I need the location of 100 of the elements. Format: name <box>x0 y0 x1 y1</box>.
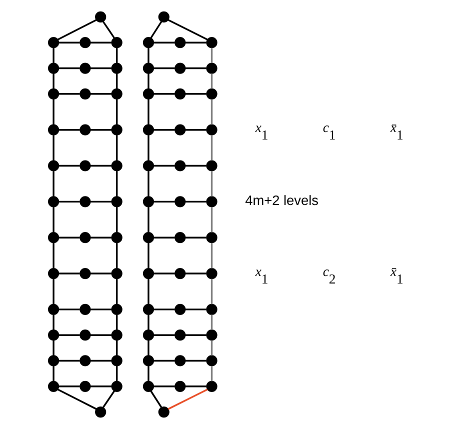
node-circle <box>110 196 122 208</box>
connector <box>167 388 208 410</box>
connector <box>147 340 149 356</box>
connector <box>184 308 206 310</box>
node-circle <box>110 232 122 244</box>
node-circle <box>79 380 90 392</box>
node-circle <box>110 355 122 366</box>
node-circle <box>94 406 106 418</box>
connector <box>52 314 54 330</box>
node-circle <box>142 124 154 136</box>
node-circle <box>94 11 106 22</box>
connector <box>52 171 54 196</box>
node-circle <box>206 355 217 366</box>
node-circle <box>174 196 186 208</box>
node-circle <box>206 268 217 280</box>
node-circle <box>142 160 154 172</box>
node-circle <box>110 88 122 100</box>
connector <box>153 128 174 131</box>
connector <box>115 314 118 330</box>
connector <box>90 386 111 388</box>
node-circle <box>79 196 90 208</box>
node-circle <box>79 62 90 74</box>
connector <box>210 48 212 64</box>
connector <box>210 74 212 89</box>
connector <box>153 200 174 203</box>
connector <box>210 340 212 356</box>
connector <box>153 334 174 336</box>
node-circle <box>206 380 217 392</box>
node-circle <box>48 62 59 74</box>
connector <box>90 360 111 362</box>
node-circle <box>206 330 217 341</box>
node-circle <box>142 330 154 341</box>
connector <box>153 272 174 274</box>
connector <box>90 334 111 336</box>
connector <box>52 340 54 356</box>
node-circle <box>110 304 122 315</box>
connector <box>184 128 206 131</box>
node-circle <box>79 232 90 244</box>
connector <box>90 93 111 95</box>
connector <box>153 67 174 70</box>
node-circle <box>174 380 186 392</box>
connector <box>90 67 111 70</box>
node-circle <box>174 62 186 74</box>
connector <box>147 74 149 89</box>
node-circle <box>174 268 186 280</box>
connector <box>58 42 80 44</box>
node-circle <box>48 37 59 48</box>
connector <box>102 390 114 408</box>
connector <box>210 366 212 382</box>
connector <box>210 171 212 196</box>
connector <box>58 67 80 70</box>
connector <box>90 128 111 131</box>
connector <box>147 314 149 330</box>
connector <box>58 334 80 336</box>
connector <box>90 200 111 203</box>
node-circle <box>48 355 59 366</box>
node-circle <box>142 380 154 392</box>
connector <box>147 278 149 304</box>
connector <box>58 164 80 167</box>
connector <box>184 334 206 336</box>
node-circle <box>110 37 122 48</box>
node-circle <box>174 355 186 366</box>
connector <box>184 67 206 70</box>
connector <box>115 74 118 89</box>
connector <box>115 171 118 196</box>
connector <box>58 200 80 203</box>
node-circle <box>174 37 186 48</box>
node-circle <box>79 268 90 280</box>
node-circle <box>142 62 154 74</box>
connector <box>90 308 111 310</box>
connector <box>167 19 208 40</box>
connector <box>210 135 212 161</box>
connector <box>52 135 54 161</box>
connector <box>58 236 80 238</box>
connector <box>147 366 149 382</box>
node-circle <box>48 88 59 100</box>
connector <box>147 171 149 196</box>
node-circle <box>48 232 59 244</box>
node-circle <box>206 160 217 172</box>
connector <box>147 135 149 161</box>
node-circle <box>174 304 186 315</box>
connector <box>150 390 162 408</box>
connector <box>184 360 206 362</box>
node-circle <box>110 62 122 74</box>
node-circle <box>174 330 186 341</box>
node-circle <box>206 62 217 74</box>
node-circle <box>206 88 217 100</box>
connector <box>52 366 54 382</box>
connector <box>115 99 118 125</box>
connector <box>58 93 80 95</box>
node-circle <box>142 37 154 48</box>
connector <box>115 242 118 268</box>
connector <box>57 388 96 410</box>
connector <box>56 19 96 40</box>
connector <box>147 48 149 64</box>
node-circle <box>79 37 90 48</box>
node-circle <box>142 304 154 315</box>
connector <box>52 207 54 232</box>
node-circle <box>110 330 122 341</box>
node-circle <box>174 124 186 136</box>
